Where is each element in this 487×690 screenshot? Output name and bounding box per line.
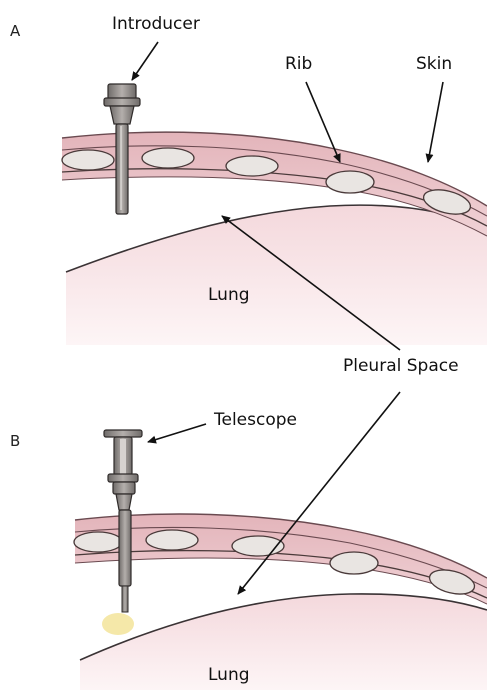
panel-b — [74, 392, 487, 690]
rib — [62, 150, 114, 170]
lung-label-a: Lung — [208, 285, 250, 305]
skin-arrow — [428, 82, 443, 162]
skin-label: Skin — [416, 54, 452, 74]
rib — [326, 171, 374, 193]
rib — [142, 148, 194, 168]
panel-a — [62, 42, 487, 350]
pleural-space-label: Pleural Space — [343, 356, 459, 376]
chest-wall-b — [75, 514, 487, 604]
rib — [146, 530, 198, 550]
telescope-arrow — [148, 424, 206, 442]
lung-label-b: Lung — [208, 665, 250, 685]
introducer-arrow — [132, 42, 158, 80]
rib-label: Rib — [285, 54, 312, 74]
rib — [330, 552, 378, 574]
rib — [74, 532, 122, 552]
introducer-label: Introducer — [112, 14, 200, 34]
panel-letter-b: B — [10, 432, 20, 450]
lung-b — [80, 594, 487, 690]
lung-a — [66, 205, 487, 345]
panel-letter-a: A — [10, 22, 20, 40]
telescope-label: Telescope — [214, 410, 297, 430]
rib — [226, 156, 278, 176]
fluid-blob — [102, 613, 134, 635]
